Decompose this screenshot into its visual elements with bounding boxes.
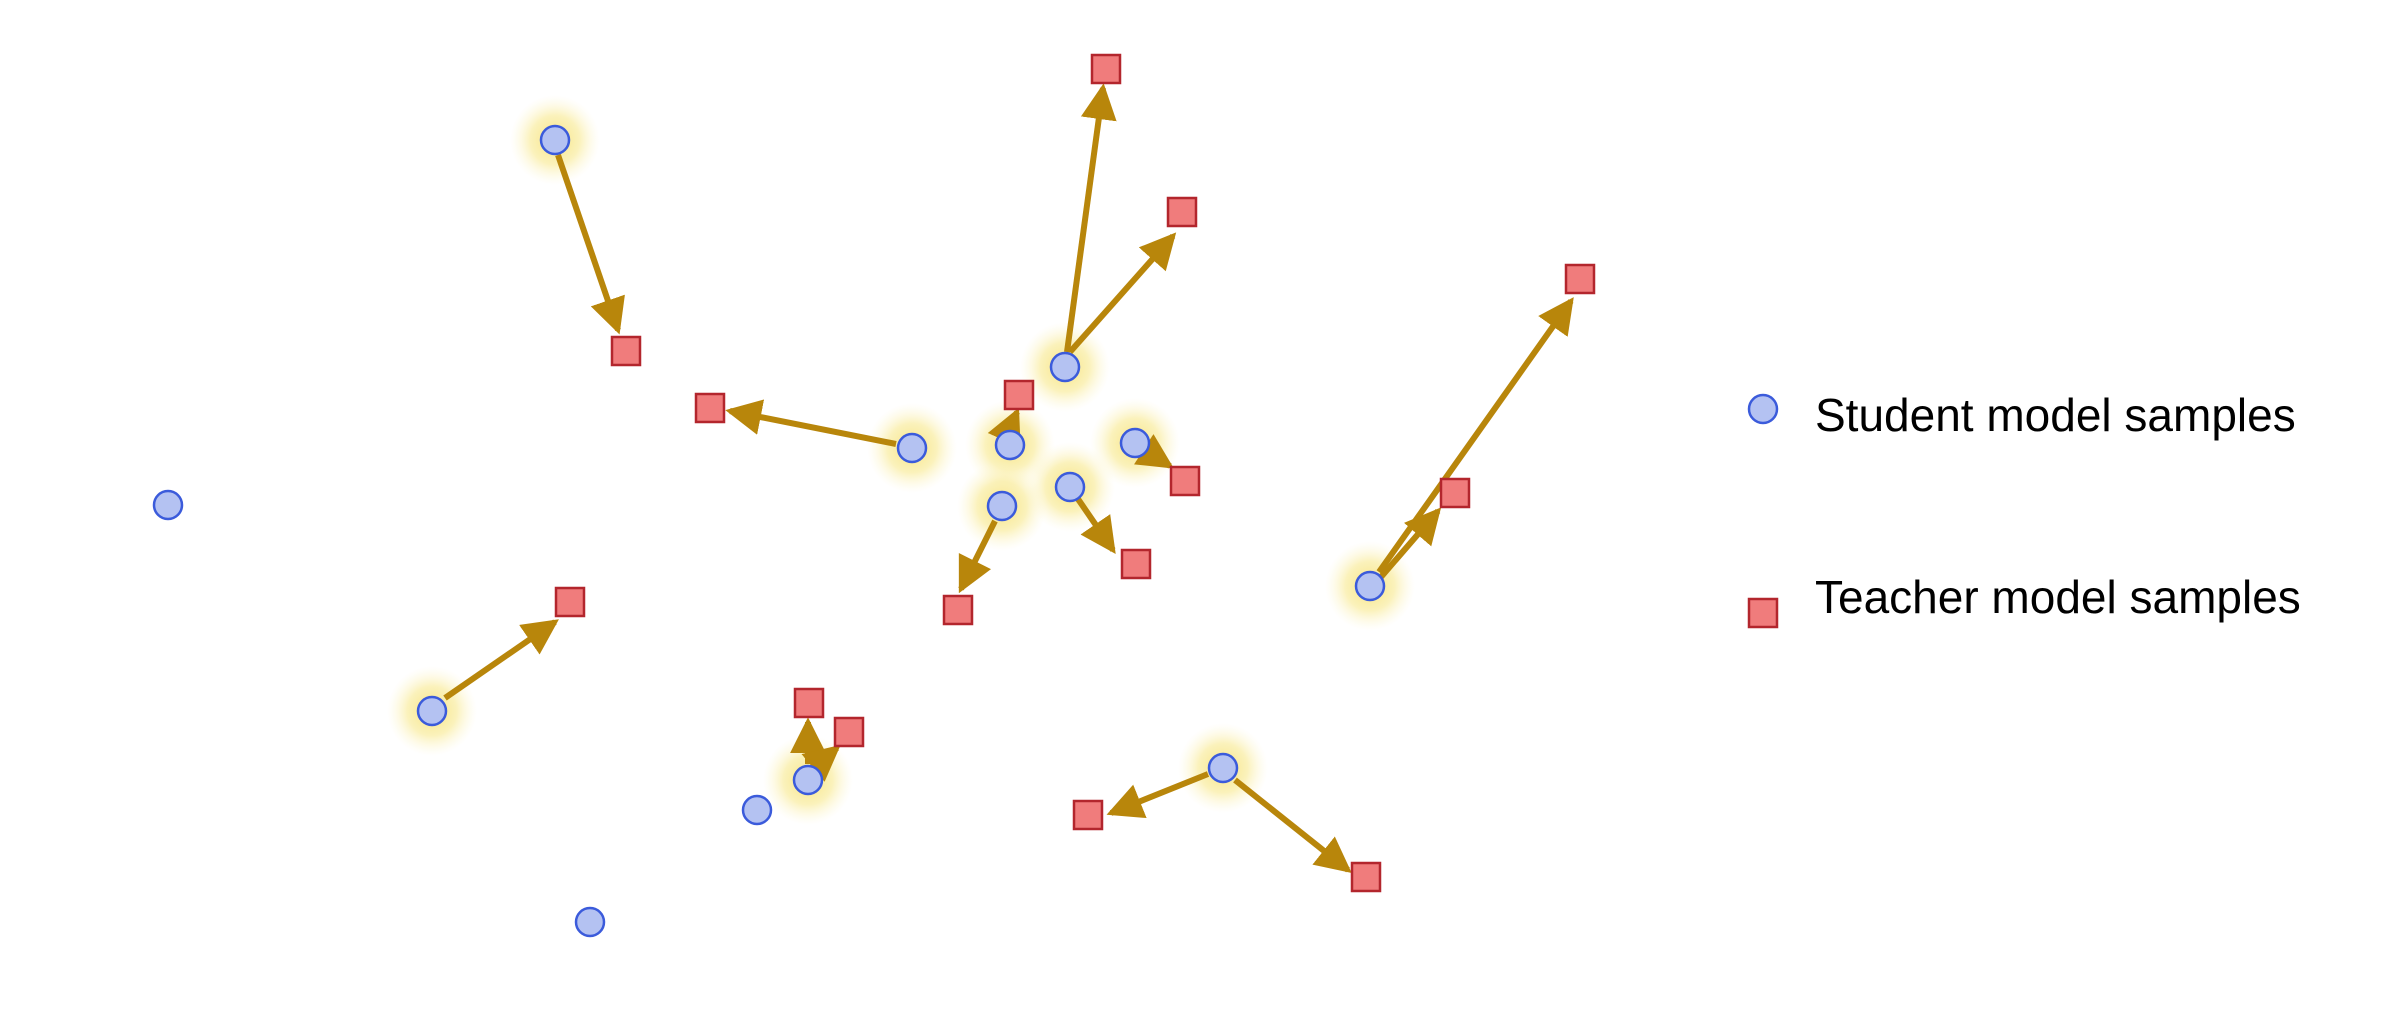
teacher-sample [1439, 477, 1471, 509]
arrow [725, 399, 897, 447]
arrow [801, 744, 841, 782]
arrow-layer [443, 83, 1574, 873]
arrow [1075, 497, 1116, 554]
student-sample [1049, 351, 1081, 383]
arrow [1067, 232, 1177, 354]
teacher-sample [833, 716, 865, 748]
teacher-sample [942, 594, 974, 626]
student-samples [152, 124, 1386, 938]
arrow [1378, 507, 1442, 579]
legend-student-label: Student model samples [1815, 389, 2296, 441]
legend: Student model samples Teacher model samp… [1747, 389, 2301, 629]
teacher-sample [1166, 196, 1198, 228]
student-sample [416, 695, 448, 727]
student-sample [1354, 570, 1386, 602]
arrow [1233, 777, 1352, 873]
student-sample [1054, 471, 1086, 503]
student-sample [896, 432, 928, 464]
legend-teacher-marker [1747, 597, 1779, 629]
teacher-samples [554, 53, 1596, 893]
teacher-sample [1090, 53, 1122, 85]
teacher-sample [1169, 465, 1201, 497]
arrow [1376, 297, 1574, 574]
teacher-sample [554, 586, 586, 618]
teacher-sample [694, 392, 726, 424]
arrow [555, 154, 625, 335]
student-sample [986, 490, 1018, 522]
teacher-sample [1564, 263, 1596, 295]
arrow [1134, 434, 1175, 469]
arrow [1106, 771, 1210, 819]
arrow [1064, 83, 1117, 353]
glow-layer [387, 95, 1415, 825]
arrow [958, 519, 998, 594]
legend-student-marker [1747, 393, 1779, 425]
student-sample [792, 764, 824, 796]
student-sample [1207, 752, 1239, 784]
arrow [443, 619, 559, 701]
student-sample [1119, 427, 1151, 459]
student-sample [152, 489, 184, 521]
student-sample [994, 429, 1026, 461]
teacher-sample [1072, 799, 1104, 831]
teacher-sample [1003, 379, 1035, 411]
legend-teacher-label: Teacher model samples [1815, 571, 2301, 623]
teacher-sample [1120, 548, 1152, 580]
teacher-sample [610, 335, 642, 367]
teacher-sample [1350, 861, 1382, 893]
teacher-sample [793, 687, 825, 719]
student-sample [574, 906, 606, 938]
student-sample [539, 124, 571, 156]
student-sample [741, 794, 773, 826]
arrow [987, 407, 1021, 448]
